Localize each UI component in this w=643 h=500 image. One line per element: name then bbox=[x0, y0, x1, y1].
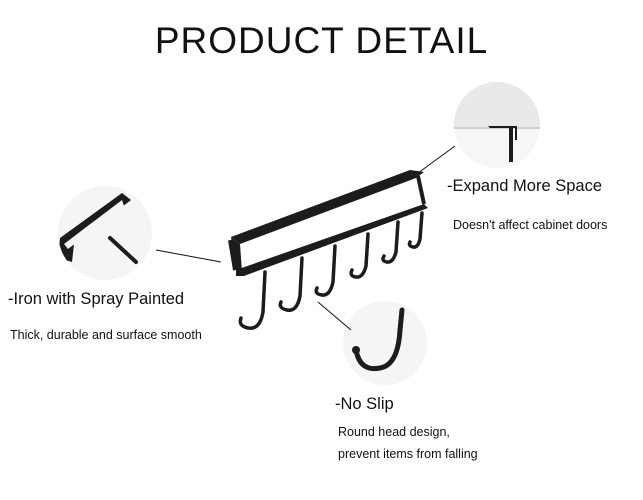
iron-corner-detail bbox=[58, 186, 152, 280]
feature-noslip-heading: -No Slip bbox=[335, 395, 394, 413]
leader-line-iron bbox=[155, 249, 222, 263]
feature-noslip-desc-line1: Round head design, bbox=[338, 425, 450, 439]
hook-rack bbox=[228, 170, 428, 330]
leader-line-noslip bbox=[317, 301, 352, 331]
feature-iron-desc: Thick, durable and surface smooth bbox=[10, 328, 202, 342]
hook-tip-detail bbox=[343, 301, 427, 385]
cabinet-clamp-detail bbox=[454, 82, 540, 168]
page-title: PRODUCT DETAIL bbox=[154, 20, 489, 61]
feature-expand-desc: Doesn't affect cabinet doors bbox=[453, 218, 608, 232]
feature-expand-heading: -Expand More Space bbox=[447, 177, 603, 195]
feature-noslip-desc-line2: prevent items from falling bbox=[338, 447, 478, 461]
feature-iron-heading: -Iron with Spray Painted bbox=[8, 290, 185, 308]
leader-line-expand bbox=[417, 145, 456, 174]
